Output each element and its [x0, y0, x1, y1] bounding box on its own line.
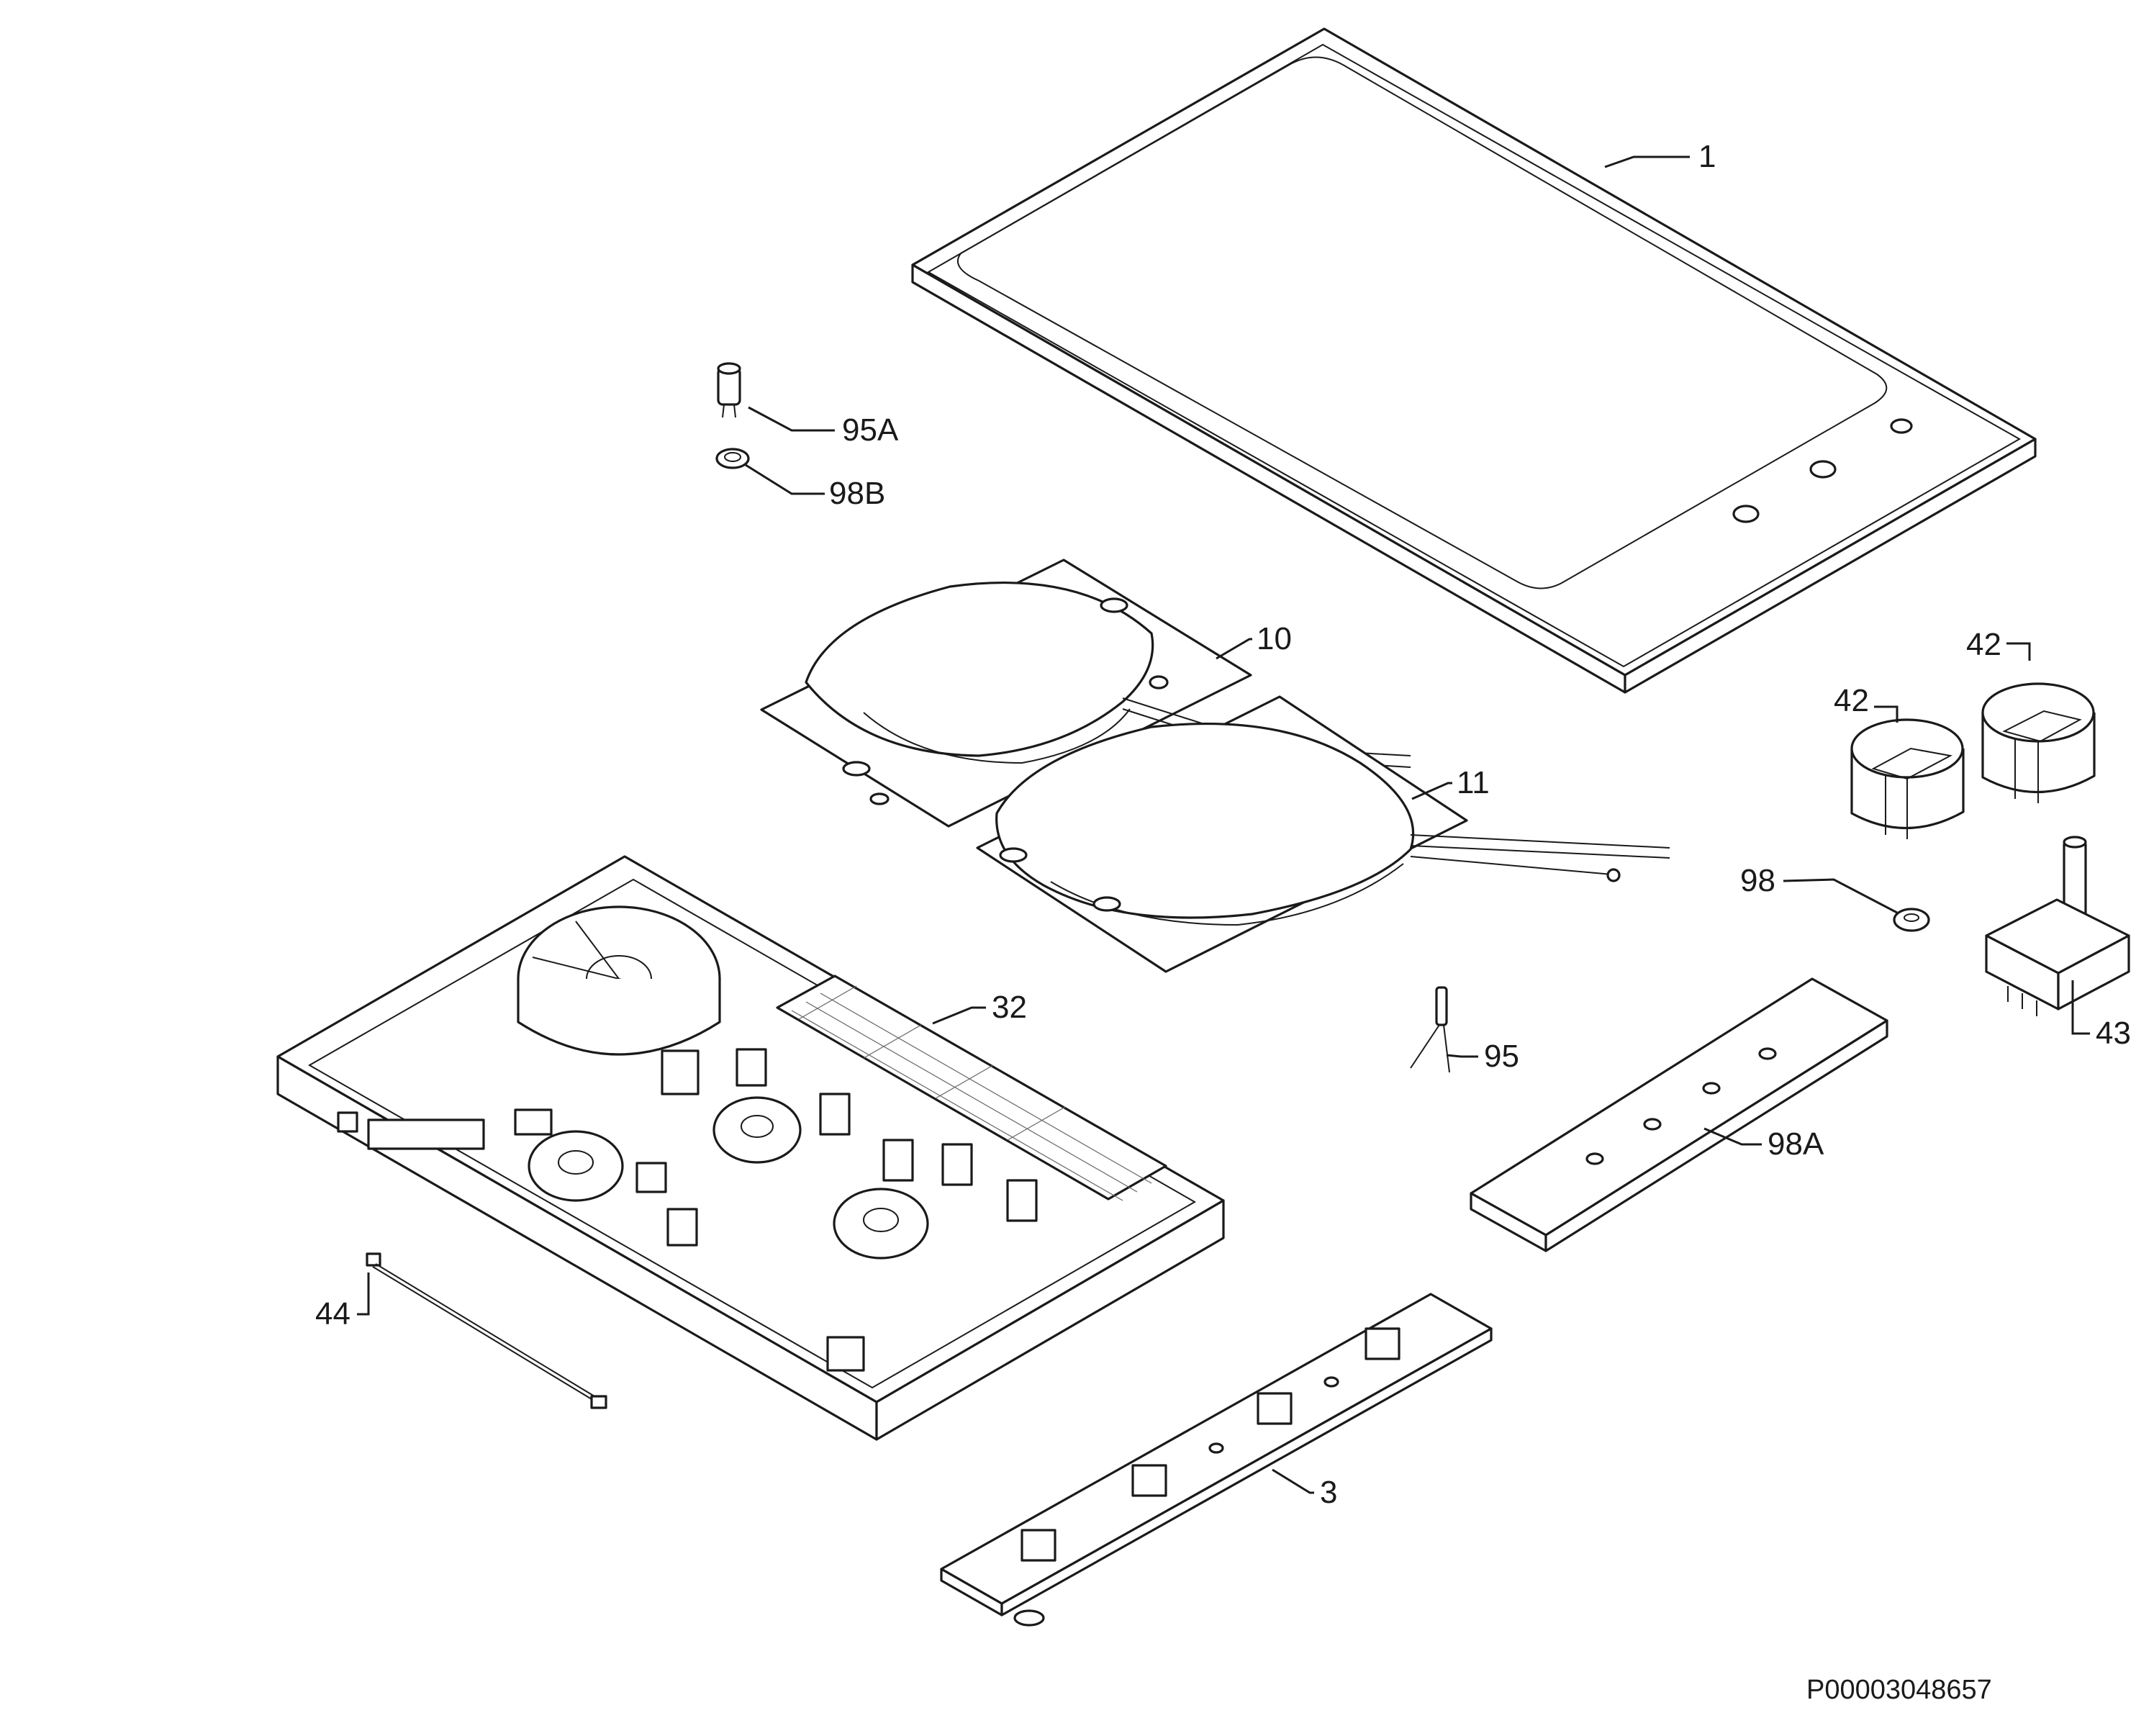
label-part-95a: 95A: [842, 412, 899, 448]
part-98-nut: [1893, 908, 1930, 932]
document-id: P00003048657: [1806, 1675, 1992, 1705]
part-95-sensor-wire: [1410, 986, 1450, 1073]
part-43-rotary-switch: [1985, 836, 2130, 1016]
label-part-10: 10: [1257, 621, 1292, 656]
label-part-43: 43: [2096, 1016, 2131, 1051]
part-1-glass-top: [911, 27, 2037, 694]
label-part-42-right: 42: [1966, 627, 2001, 662]
part-11-induction-coil: [976, 695, 1670, 973]
label-part-98: 98: [1740, 863, 1775, 898]
part-32-power-board: [276, 855, 1225, 1441]
label-part-42-left: 42: [1834, 683, 1869, 718]
part-42-knob-left: [1850, 718, 1965, 839]
label-part-32: 32: [992, 990, 1027, 1025]
part-98b-ring: [715, 448, 750, 469]
label-part-11: 11: [1457, 765, 1490, 800]
part-10-induction-coil: [760, 559, 1411, 828]
label-part-44: 44: [315, 1296, 350, 1332]
label-part-98a: 98A: [1768, 1126, 1824, 1162]
label-part-95: 95: [1484, 1039, 1519, 1074]
part-95a-sensor: [717, 362, 741, 418]
part-42-knob-right: [1981, 682, 2096, 803]
part-3-control-board: [940, 1293, 1493, 1627]
part-98a-strip: [1470, 977, 1888, 1252]
label-part-3: 3: [1320, 1475, 1337, 1510]
part-44-cable: [366, 1252, 607, 1409]
label-part-1: 1: [1698, 139, 1716, 174]
leader-lines: [357, 155, 2090, 1494]
callout-labels: 1 95A 98B 10 11 42 42 98 43 32 95 98A 44…: [315, 139, 2131, 1510]
label-part-98b: 98B: [829, 476, 885, 511]
